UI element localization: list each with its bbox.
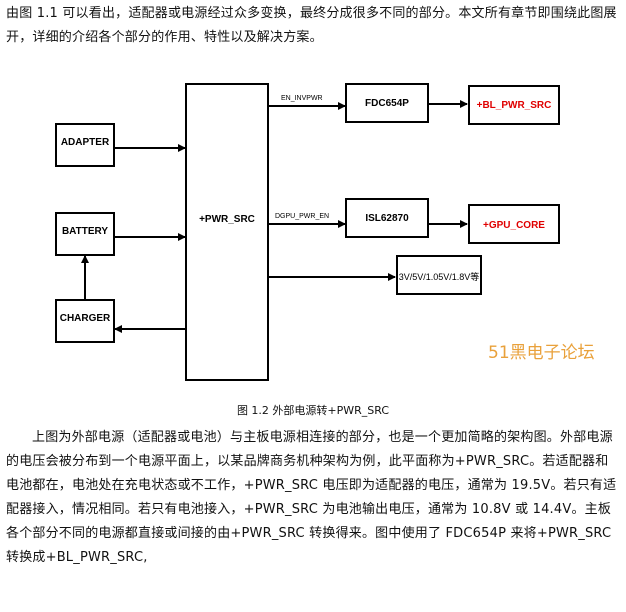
isl62870-block [345, 198, 429, 238]
gpu-core-label: +GPU_CORE [483, 220, 545, 231]
battery-label: BATTERY [62, 226, 108, 237]
charger-label: CHARGER [60, 313, 111, 324]
adapter-label: ADAPTER [61, 137, 110, 148]
bl-pwr-src-block [468, 85, 560, 125]
watermark: 51黑电子论坛 [488, 343, 595, 363]
fdc654p-label: FDC654P [365, 98, 409, 109]
pwr-src-block [185, 83, 269, 381]
figure-caption: 图 1.2 外部电源转+PWR_SRC [237, 403, 389, 417]
battery-block [55, 212, 115, 256]
bl-pwr-src-label: +BL_PWR_SRC [477, 100, 552, 111]
adapter-block [55, 123, 115, 167]
body-paragraph-text: 上图为外部电源（适配器或电池）与主板电源相连接的部分，也是一个更加简略的架构图。… [6, 430, 617, 565]
rails-label: 3V/5V/1.05V/1.8V等 [399, 271, 480, 282]
body-paragraph: 上图为外部电源（适配器或电池）与主板电源相连接的部分，也是一个更加简略的架构图。… [6, 426, 618, 570]
gpu-core-block [468, 204, 560, 244]
intro-paragraph: 由图 1.1 可以看出，适配器或电源经过众多变换，最终分成很多不同的部分。本文所… [6, 6, 617, 45]
fdc654p-block [345, 83, 429, 123]
en-invpwr-label: EN_INVPWR [281, 95, 323, 102]
isl62870-label: ISL62870 [365, 213, 409, 224]
rails-block [396, 255, 482, 295]
dgpu-pwr-en-label: DGPU_PWR_EN [275, 213, 329, 220]
pwr-src-label: +PWR_SRC [199, 214, 255, 225]
